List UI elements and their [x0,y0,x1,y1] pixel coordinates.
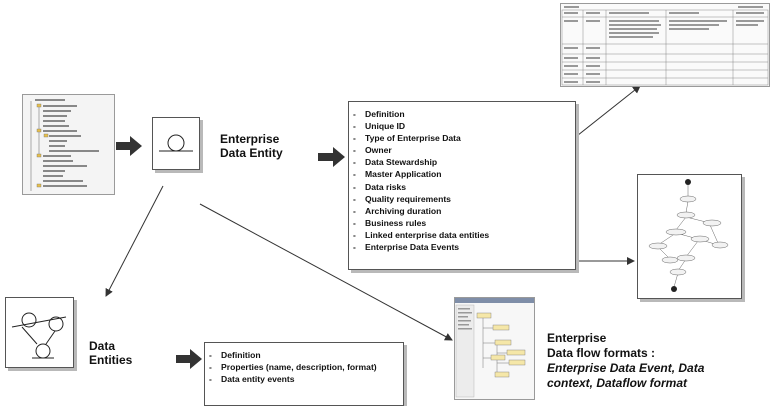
enterprise-attributes-box: Definition Unique ID Type of Enterprise … [348,101,576,270]
arrow-entity-to-dataflow [199,203,453,341]
dataflow-text: Enterprise Data flow formats : Enterpris… [547,331,704,391]
enterprise-entity-title-line1: Enterprise [220,132,280,146]
state-diagram-thumbnail [637,174,742,299]
data-entities-title-line2: Entities [89,353,133,367]
data-entities-title-line1: Data [89,339,116,353]
enterprise-entity-title: Enterprise Data Entity [220,132,283,160]
attr-type: Type of Enterprise Data [351,132,575,144]
dataflow-title-line2: Data flow formats : [547,346,656,360]
attr-data-events: Enterprise Data Events [351,241,575,253]
de-attr-properties-text: Properties (name, description, format) [221,362,377,373]
dataflow-subtitle-line2: context, Dataflow format [547,376,688,390]
de-attr-definition: Definition [207,349,403,361]
table-thumbnail [560,3,770,87]
attr-unique-id: Unique ID [351,120,575,132]
tool-screenshot-thumbnail [454,297,535,400]
block-arrow-dataentities-to-attributes [176,349,202,369]
attr-archiving: Archiving duration [351,205,575,217]
attr-business-rules: Business rules [351,217,575,229]
attr-data-risks: Data risks [351,181,575,193]
attr-definition: Definition [351,108,575,120]
block-arrow-entity-to-attributes [318,147,345,167]
de-attr-events: Data entity events [207,373,403,385]
attr-stewardship: Data Stewardship [351,156,575,168]
attr-linked-entities: Linked enterprise data entities [351,229,575,241]
enterprise-entity-title-line2: Data Entity [220,146,283,160]
data-entities-title: Data Entities [89,339,132,367]
repository-tree-thumbnail [22,94,115,195]
entity-icon [152,117,200,170]
attr-master-application: Master Application [351,168,575,180]
attr-quality: Quality requirements [351,193,575,205]
arrow-entity-to-dataentities [105,185,164,297]
dataflow-subtitle-line1: Enterprise Data Event, Data [547,361,705,375]
block-arrow-tree-to-entity [116,136,142,156]
dataflow-title-line1: Enterprise [547,331,607,345]
attr-owner: Owner [351,144,575,156]
data-entities-icon [5,297,74,368]
data-entities-attributes-box: Definition Properties (name, description… [204,342,404,406]
de-attr-properties: Properties (name, description, format) [207,361,391,373]
